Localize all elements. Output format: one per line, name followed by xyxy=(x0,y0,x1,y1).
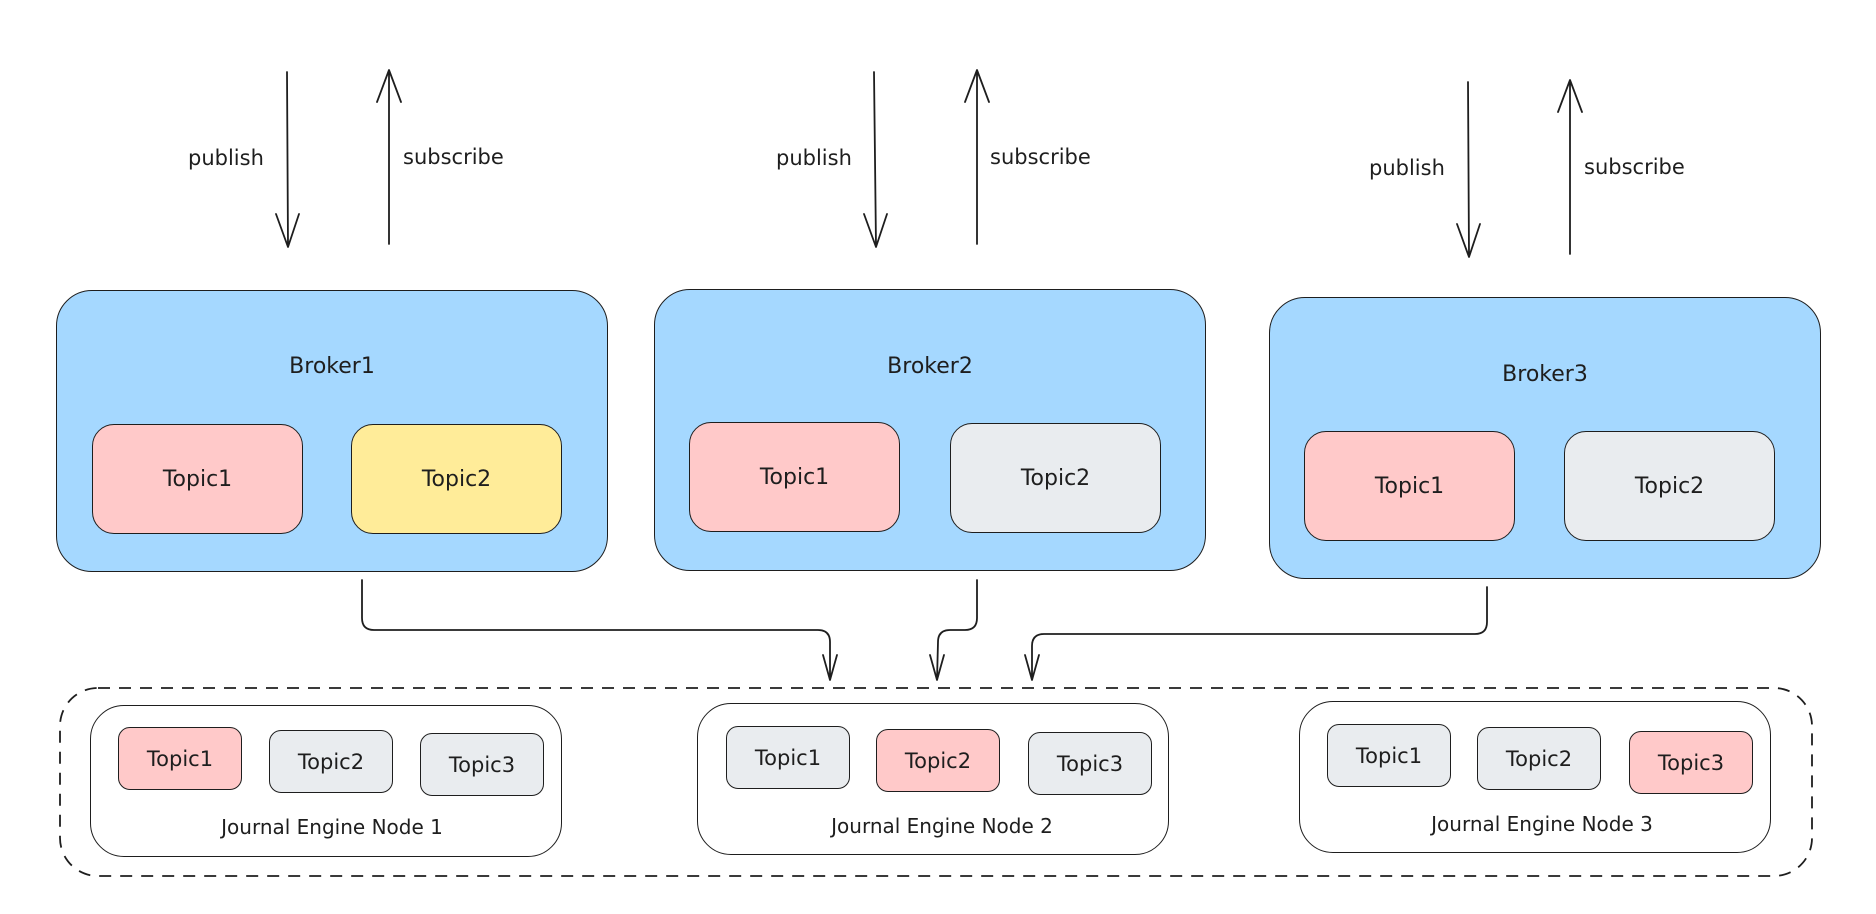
journal-node-2-topic-2: Topic2 xyxy=(876,729,1000,792)
journal-node-2-topic-1: Topic1 xyxy=(726,726,850,789)
broker-2-title: Broker2 xyxy=(887,354,973,379)
broker-2-topic-1: Topic1 xyxy=(689,422,900,532)
journal-node-1-topic-3: Topic3 xyxy=(420,733,544,796)
broker-3-title: Broker3 xyxy=(1502,362,1588,387)
broker-2-topic-2: Topic2 xyxy=(950,423,1161,533)
journal-node-3-topic-2: Topic2 xyxy=(1477,727,1601,790)
publish-arrow-1 xyxy=(275,71,300,248)
broker-3-topic-1: Topic1 xyxy=(1304,431,1515,541)
publish-label-1: publish xyxy=(188,146,264,170)
broker-1-topic-1: Topic1 xyxy=(92,424,303,534)
journal-node-3-topic-3: Topic3 xyxy=(1629,731,1753,794)
broker2-to-cluster-arrow xyxy=(929,579,978,681)
journal-node-2-topic-3: Topic3 xyxy=(1028,732,1152,795)
publish-arrow-2 xyxy=(863,71,888,248)
journal-node-1-title: Journal Engine Node 1 xyxy=(221,815,443,839)
journal-node-1-topic-1: Topic1 xyxy=(118,727,242,790)
publish-label-3: publish xyxy=(1369,156,1445,180)
subscribe-label-3: subscribe xyxy=(1584,155,1685,179)
broker3-to-cluster-arrow xyxy=(1024,586,1488,681)
journal-node-3-title: Journal Engine Node 3 xyxy=(1431,812,1653,836)
subscribe-arrow-1 xyxy=(376,69,402,245)
broker-3-topic-2: Topic2 xyxy=(1564,431,1775,541)
journal-cluster-boundary xyxy=(59,687,1813,877)
journal-node-2-title: Journal Engine Node 2 xyxy=(831,814,1053,838)
subscribe-label-2: subscribe xyxy=(990,145,1091,169)
subscribe-label-1: subscribe xyxy=(403,145,504,169)
subscribe-arrow-3 xyxy=(1557,79,1583,255)
subscribe-arrow-2 xyxy=(964,69,990,245)
publish-label-2: publish xyxy=(776,146,852,170)
broker-1-title: Broker1 xyxy=(289,354,375,379)
broker1-to-cluster-arrow xyxy=(361,579,838,681)
journal-node-3-topic-1: Topic1 xyxy=(1327,724,1451,787)
publish-arrow-3 xyxy=(1456,81,1481,258)
journal-node-1-topic-2: Topic2 xyxy=(269,730,393,793)
broker-1-topic-2: Topic2 xyxy=(351,424,562,534)
